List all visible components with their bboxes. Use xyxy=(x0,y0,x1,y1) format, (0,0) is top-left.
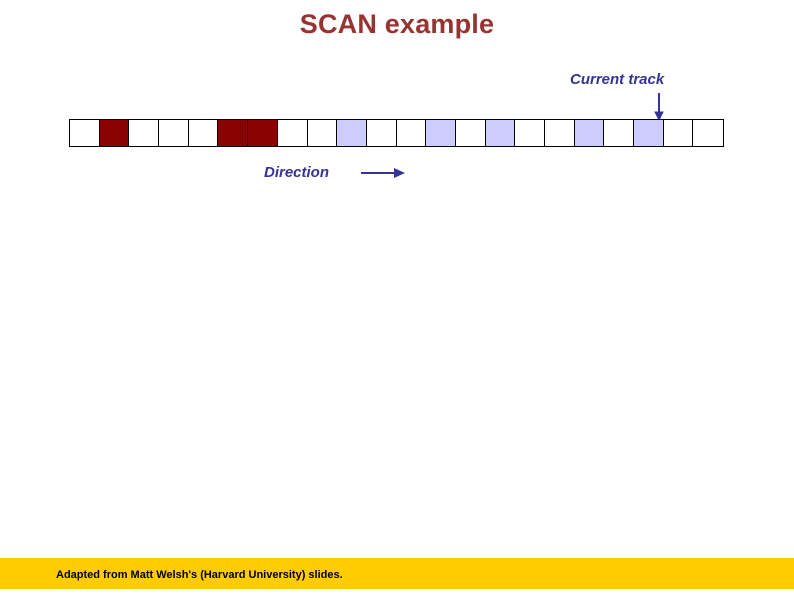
track-cell[interactable] xyxy=(218,120,249,146)
arrow-down-icon xyxy=(654,93,664,121)
track-cell[interactable] xyxy=(337,120,367,146)
track-cell[interactable] xyxy=(604,120,635,146)
track-cell[interactable] xyxy=(248,120,278,146)
track-cell[interactable] xyxy=(99,120,130,146)
track-cell[interactable] xyxy=(129,120,160,146)
footer-attribution: Adapted from Matt Welsh's (Harvard Unive… xyxy=(56,569,343,581)
page-title: SCAN example xyxy=(299,9,495,39)
current-track-label: Current track xyxy=(570,71,665,88)
direction-annotation: Direction xyxy=(264,164,406,181)
footer-bar xyxy=(0,558,794,589)
track-cell[interactable] xyxy=(159,120,189,146)
track-cell[interactable] xyxy=(307,120,338,146)
track-cell[interactable] xyxy=(545,120,575,146)
track-cell[interactable] xyxy=(188,120,219,146)
track-cell[interactable] xyxy=(70,120,100,146)
disk-track-bar xyxy=(69,119,725,147)
track-cell[interactable] xyxy=(455,120,486,146)
track-cell[interactable] xyxy=(663,120,694,146)
track-cell[interactable] xyxy=(693,120,724,146)
track-cell[interactable] xyxy=(396,120,427,146)
track-cell[interactable] xyxy=(634,120,664,146)
track-cell[interactable] xyxy=(366,120,397,146)
direction-label: Direction xyxy=(264,164,330,181)
track-cell[interactable] xyxy=(485,120,516,146)
track-cell[interactable] xyxy=(277,120,308,146)
arrow-right-icon xyxy=(361,167,406,178)
track-cell[interactable] xyxy=(574,120,605,146)
track-cell[interactable] xyxy=(515,120,545,146)
track-cell[interactable] xyxy=(426,120,456,146)
